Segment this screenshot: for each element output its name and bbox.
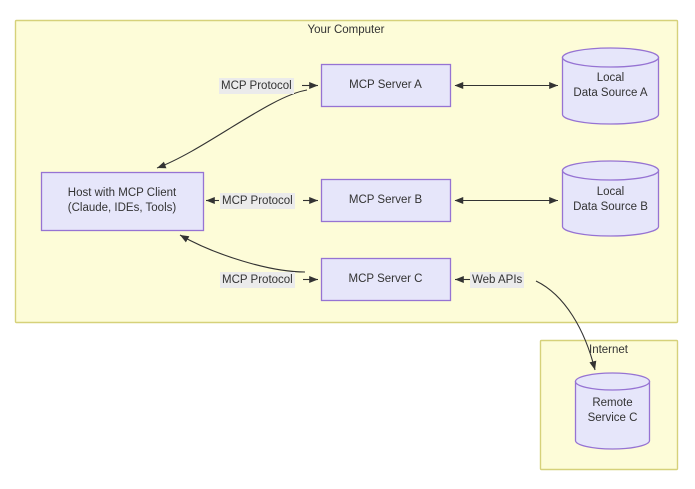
node-mcp-server-a[interactable] xyxy=(320,63,452,108)
node-host[interactable] xyxy=(40,171,205,232)
node-mcp-server-b[interactable] xyxy=(320,178,452,223)
edge-label-mcp-protocol-b: MCP Protocol xyxy=(220,193,295,209)
node-mcp-server-c[interactable] xyxy=(320,257,452,302)
edge-label-mcp-protocol-a: MCP Protocol xyxy=(219,78,294,94)
container-title-your-computer: Your Computer xyxy=(307,24,385,36)
container-title-internet: Internet xyxy=(589,344,628,356)
edge-label-mcp-protocol-c: MCP Protocol xyxy=(220,272,295,288)
edge-host-server-c-curve xyxy=(179,234,306,273)
edge-host-server-a-curve xyxy=(156,89,308,169)
edge-label-web-apis: Web APIs xyxy=(470,272,525,288)
edge-server-c-remote-curve xyxy=(535,280,597,371)
container-your-computer xyxy=(14,19,679,324)
node-remote-service-c[interactable] xyxy=(574,372,651,450)
node-local-data-source-a[interactable] xyxy=(561,47,660,125)
node-local-data-source-b[interactable] xyxy=(561,160,660,237)
